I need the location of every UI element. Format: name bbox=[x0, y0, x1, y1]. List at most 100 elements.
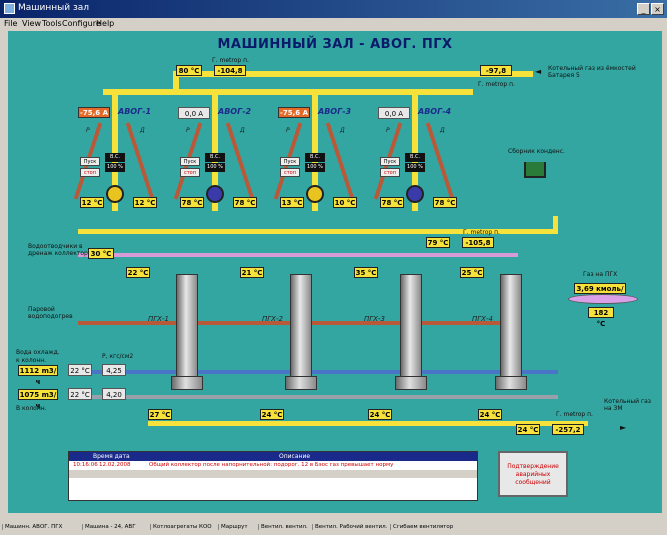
fan-3-temp-right: 10 °C bbox=[333, 197, 357, 208]
fan-3-mode: B.C. bbox=[305, 153, 325, 162]
collector-label: Г. metrop п. bbox=[463, 229, 500, 236]
menu-configure[interactable]: Configure bbox=[62, 19, 101, 28]
gas-pgh-flow: 3,69 кмоль/ч bbox=[574, 283, 626, 304]
bottom-temp: 24 °C bbox=[516, 424, 540, 435]
fan-1-motor-icon[interactable] bbox=[106, 185, 124, 203]
col-4-name: ПГХ-4 bbox=[472, 315, 493, 323]
condensate-tank-icon[interactable] bbox=[524, 162, 546, 178]
water-temp-1: 22 °C bbox=[68, 364, 92, 376]
col-1-bottom-temp: 27 °C bbox=[148, 409, 172, 420]
fan-3-d-label: Д bbox=[340, 127, 345, 134]
return-label: В колонн. bbox=[16, 405, 47, 412]
inlet-source-label: Котельный газ из ёмкостей Батарея 5 bbox=[548, 65, 636, 79]
water-temp-2: 22 °C bbox=[68, 388, 92, 400]
alarm-header: Время дата Описание bbox=[69, 452, 477, 461]
col-3-top-temp: 35 °C bbox=[354, 267, 378, 278]
col-2-bottom-temp: 24 °C bbox=[260, 409, 284, 420]
outlet-label: Котельный газ на ЗМ bbox=[604, 398, 651, 412]
inlet-pressure-value: -97,8 bbox=[480, 65, 512, 76]
fan-2-d-label: Д bbox=[240, 127, 245, 134]
fan-2-riser bbox=[212, 91, 218, 211]
status-tab-4[interactable]: Маршрут bbox=[218, 524, 248, 530]
top-pipe-label: Г. metrop п. bbox=[212, 57, 249, 64]
status-tab-2[interactable]: Машина - 24, АВГ bbox=[82, 524, 136, 530]
fan-4-temp-left: 78 °C bbox=[380, 197, 404, 208]
menu-view[interactable]: View bbox=[22, 19, 41, 28]
water-flow-2: 1075 m3/ч bbox=[18, 389, 58, 410]
fan-2-temp-left: 78 °C bbox=[180, 197, 204, 208]
alarm-list[interactable]: Время дата Описание 10:16:06 12.02.2008 … bbox=[68, 451, 478, 501]
col-1-base bbox=[171, 376, 203, 390]
fan-header-pipe bbox=[103, 89, 473, 95]
minimize-button[interactable]: _ bbox=[637, 3, 650, 15]
alarm-col-time: Время дата bbox=[93, 453, 130, 460]
menu-tools[interactable]: Tools bbox=[42, 19, 62, 28]
fan-3-start-button[interactable]: Пуск bbox=[280, 157, 300, 166]
col-2-shell[interactable] bbox=[290, 274, 312, 384]
alarm-scroll-area[interactable] bbox=[69, 470, 477, 478]
gas-pgh-temp: 182 °C bbox=[588, 307, 614, 328]
ack-line-2: аварийных bbox=[515, 471, 551, 478]
fan-3-stop-button[interactable]: стоп bbox=[280, 168, 300, 177]
fan-1-mode: B.C. bbox=[105, 153, 125, 162]
fan-4-d-label: Д bbox=[440, 127, 445, 134]
col-3-shell[interactable] bbox=[400, 274, 422, 384]
fan-2-load: 100 % bbox=[205, 163, 225, 172]
menu-file[interactable]: File bbox=[4, 19, 18, 28]
col-4-bottom-temp: 24 °C bbox=[478, 409, 502, 420]
fan-3-motor-icon[interactable] bbox=[306, 185, 324, 203]
top-pressure-value: -104,8 bbox=[214, 65, 246, 76]
water-subheader: к колонн. bbox=[16, 357, 47, 364]
status-tab-3[interactable]: Котлоагрегаты КОО bbox=[150, 524, 212, 530]
status-tab-1[interactable]: Машинн. АВОГ. ПГХ bbox=[2, 524, 62, 530]
water-supply-pipe bbox=[78, 370, 558, 374]
fan-2-stop-button[interactable]: стоп bbox=[180, 168, 200, 177]
alarm-row[interactable]: 10:16:06 12.02.2008 Общий коллектор посл… bbox=[69, 462, 477, 470]
page-title: МАШИННЫЙ ЗАЛ - АВОГ. ПГХ bbox=[217, 37, 453, 52]
inlet-pipe-label: Г. metrop п. bbox=[478, 81, 515, 88]
close-button[interactable]: × bbox=[651, 3, 664, 15]
status-tab-5[interactable]: Вентил. вентил. bbox=[258, 524, 308, 530]
fan-1-current: -75,6 A bbox=[78, 107, 110, 118]
alarm-col-desc: Описание bbox=[279, 453, 311, 460]
fan-4-motor-icon[interactable] bbox=[406, 185, 424, 203]
fan-1-stop-button[interactable]: стоп bbox=[80, 168, 100, 177]
status-tab-7[interactable]: Сгибаем вентилятор bbox=[390, 524, 453, 530]
drain-label: Водоотводчики в дренаж коллектор bbox=[28, 243, 88, 257]
collector-riser bbox=[553, 216, 558, 234]
acknowledge-alarms-button[interactable]: Подтверждение аварийных сообщений bbox=[498, 451, 568, 497]
gas-pgh-label: Газ на ПГХ bbox=[583, 271, 618, 278]
fan-2-motor-icon[interactable] bbox=[206, 185, 224, 203]
water-flow-1: 1112 m3/ч bbox=[18, 365, 58, 386]
fan-3-load: 100 % bbox=[305, 163, 325, 172]
fan-1-start-button[interactable]: Пуск bbox=[80, 157, 100, 166]
collector-temp: 79 °C bbox=[426, 237, 450, 248]
fan-2-start-button[interactable]: Пуск bbox=[180, 157, 200, 166]
fan-1-riser bbox=[112, 91, 118, 211]
menu-help[interactable]: Help bbox=[96, 19, 115, 28]
col-4-shell[interactable] bbox=[500, 274, 522, 384]
bottom-pipe-label: Г. metrop п. bbox=[556, 411, 593, 418]
fan-4-load: 100 % bbox=[405, 163, 425, 172]
status-tab-6[interactable]: Вентил. Рабочий вентил. bbox=[312, 524, 387, 530]
col-3-bottom-temp: 24 °C bbox=[368, 409, 392, 420]
col-2-top-temp: 21 °C bbox=[240, 267, 264, 278]
fan-1-temp-right: 12 °C bbox=[133, 197, 157, 208]
col-4-base bbox=[495, 376, 527, 390]
water-pressure-2: 4,20 bbox=[102, 388, 126, 400]
fan-2-mode: B.C. bbox=[205, 153, 225, 162]
fan-4-stop-button[interactable]: стоп bbox=[380, 168, 400, 177]
drain-temp: 30 °C bbox=[88, 248, 114, 259]
col-1-shell[interactable] bbox=[176, 274, 198, 384]
fan-3-riser bbox=[312, 91, 318, 211]
fan-1-p-label: P bbox=[86, 127, 90, 134]
water-header: Вода охлажд. bbox=[16, 349, 60, 356]
outlet-arrow-icon: ► bbox=[620, 423, 627, 432]
col-4-top-temp: 25 °C bbox=[460, 267, 484, 278]
alarm-text: Общий коллектор после напорнительной: по… bbox=[149, 462, 394, 468]
fan-4-start-button[interactable]: Пуск bbox=[380, 157, 400, 166]
collector-pressure: -105,8 bbox=[462, 237, 494, 248]
water-return-pipe bbox=[78, 395, 558, 399]
drain-pipe bbox=[78, 253, 518, 257]
water-pressure-1: 4,25 bbox=[102, 364, 126, 376]
